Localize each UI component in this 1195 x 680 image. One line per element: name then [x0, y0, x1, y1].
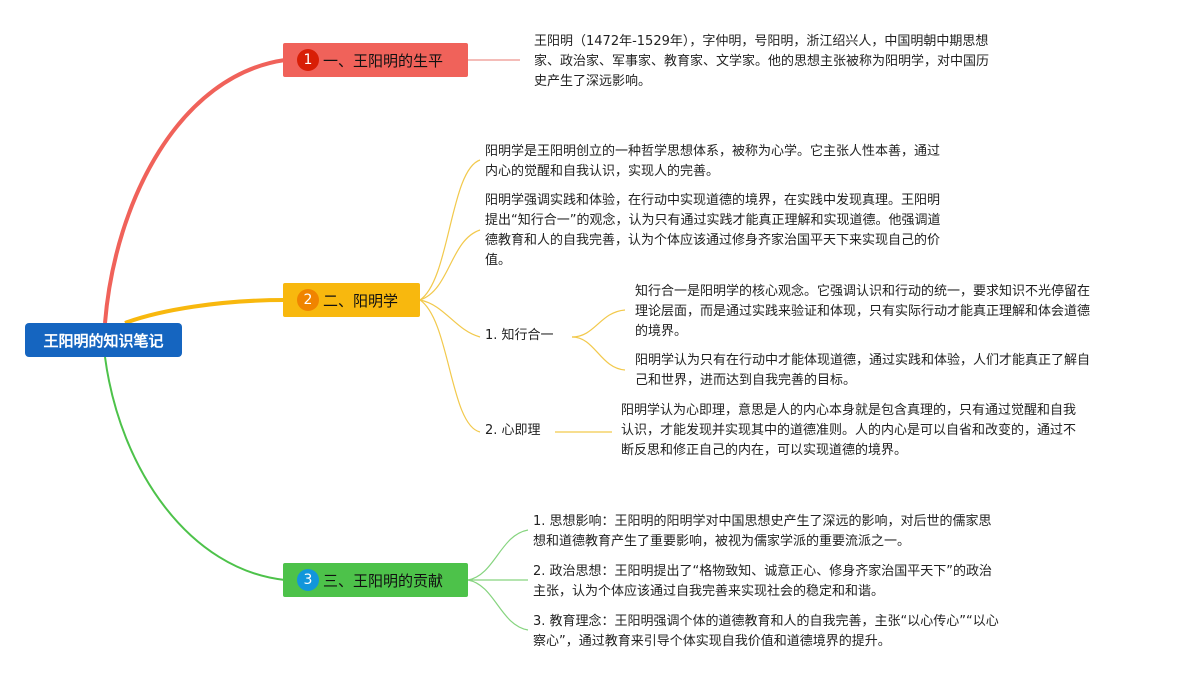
knowledge-action-note-1: 知行合一是阳明学的核心观念。它强调认识和行动的统一，要求知识不光停留在 理论层面…: [635, 284, 1091, 339]
number-2-badge: 2: [297, 289, 319, 311]
branch-label: 三、王阳明的贡献: [323, 571, 444, 590]
contribution-politics-note: 2. 政治思想：王阳明提出了“格物致知、诚意正心、修身齐家治国平天下”的政治 主…: [533, 564, 993, 599]
number-3-badge: 3: [297, 569, 319, 591]
contribution-thought-note: 1. 思想影响：王阳明的阳明学对中国思想史产生了深远的影响，对后世的儒家思 想和…: [533, 514, 992, 549]
branch-label: 一、王阳明的生平: [323, 51, 444, 70]
branch-yangming-school[interactable]: 2 二、阳明学: [283, 283, 420, 317]
connector-branch3-fan: [467, 529, 529, 631]
yangming-school-note-1: 阳明学是王阳明创立的一种哲学思想体系，被称为心学。它主张人性本善，通过 内心的觉…: [485, 144, 941, 179]
connector-root-branch-2: [124, 298, 286, 325]
branch-biography[interactable]: 1 一、王阳明的生平: [283, 43, 468, 77]
subtopic-mind-is-principle[interactable]: 2. 心即理: [485, 423, 541, 438]
contribution-education-note: 3. 教育理念：王阳明强调个体的道德教育和人的自我完善，主张“以心传心”“以心 …: [533, 614, 999, 649]
yangming-school-note-2: 阳明学强调实践和体验，在行动中实现道德的境界，在实践中发现真理。王阳明 提出“知…: [485, 193, 941, 268]
connector-branch2-fan: [419, 159, 626, 433]
connector-root-branch-1: [103, 58, 286, 324]
root-title: 王阳明的知识笔记: [43, 331, 164, 350]
number-1-badge: 1: [297, 49, 319, 71]
branch-label: 二、阳明学: [323, 291, 399, 310]
biography-note: 王阳明（1472年-1529年），字仲明，号阳明，浙江绍兴人，中国明朝中期思想 …: [534, 34, 990, 89]
subtopic-knowledge-action-unity[interactable]: 1. 知行合一: [485, 328, 554, 343]
root-topic[interactable]: 王阳明的知识笔记: [25, 323, 182, 357]
mind-principle-note: 阳明学认为心即理，意思是人的内心本身就是包含真理的，只有通过觉醒和自我 认识，才…: [621, 403, 1077, 458]
branch-contributions[interactable]: 3 三、王阳明的贡献: [283, 563, 468, 597]
knowledge-action-note-2: 阳明学认为只有在行动中才能体现道德，通过实践和体验，人们才能真正了解自 己和世界…: [635, 353, 1091, 388]
connector-root-branch-3: [104, 356, 286, 581]
